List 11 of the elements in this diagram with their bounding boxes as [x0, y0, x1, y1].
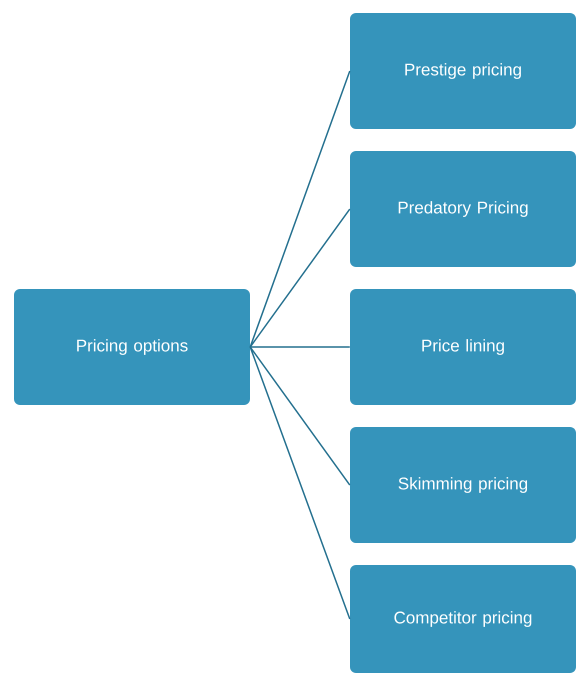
process-box: Skimming pricing: [350, 427, 576, 543]
process-box: Pricing options: [14, 289, 250, 405]
connector-line: [250, 346, 350, 348]
connector-line: [250, 346, 350, 486]
process-box: Prestige pricing: [350, 13, 576, 129]
connector-line: [250, 208, 350, 348]
connector-line: [250, 346, 350, 620]
process-box: Predatory Pricing: [350, 151, 576, 267]
process-box: Price lining: [350, 289, 576, 405]
process-box: Competitor pricing: [350, 565, 576, 673]
connector-line: [250, 70, 350, 348]
